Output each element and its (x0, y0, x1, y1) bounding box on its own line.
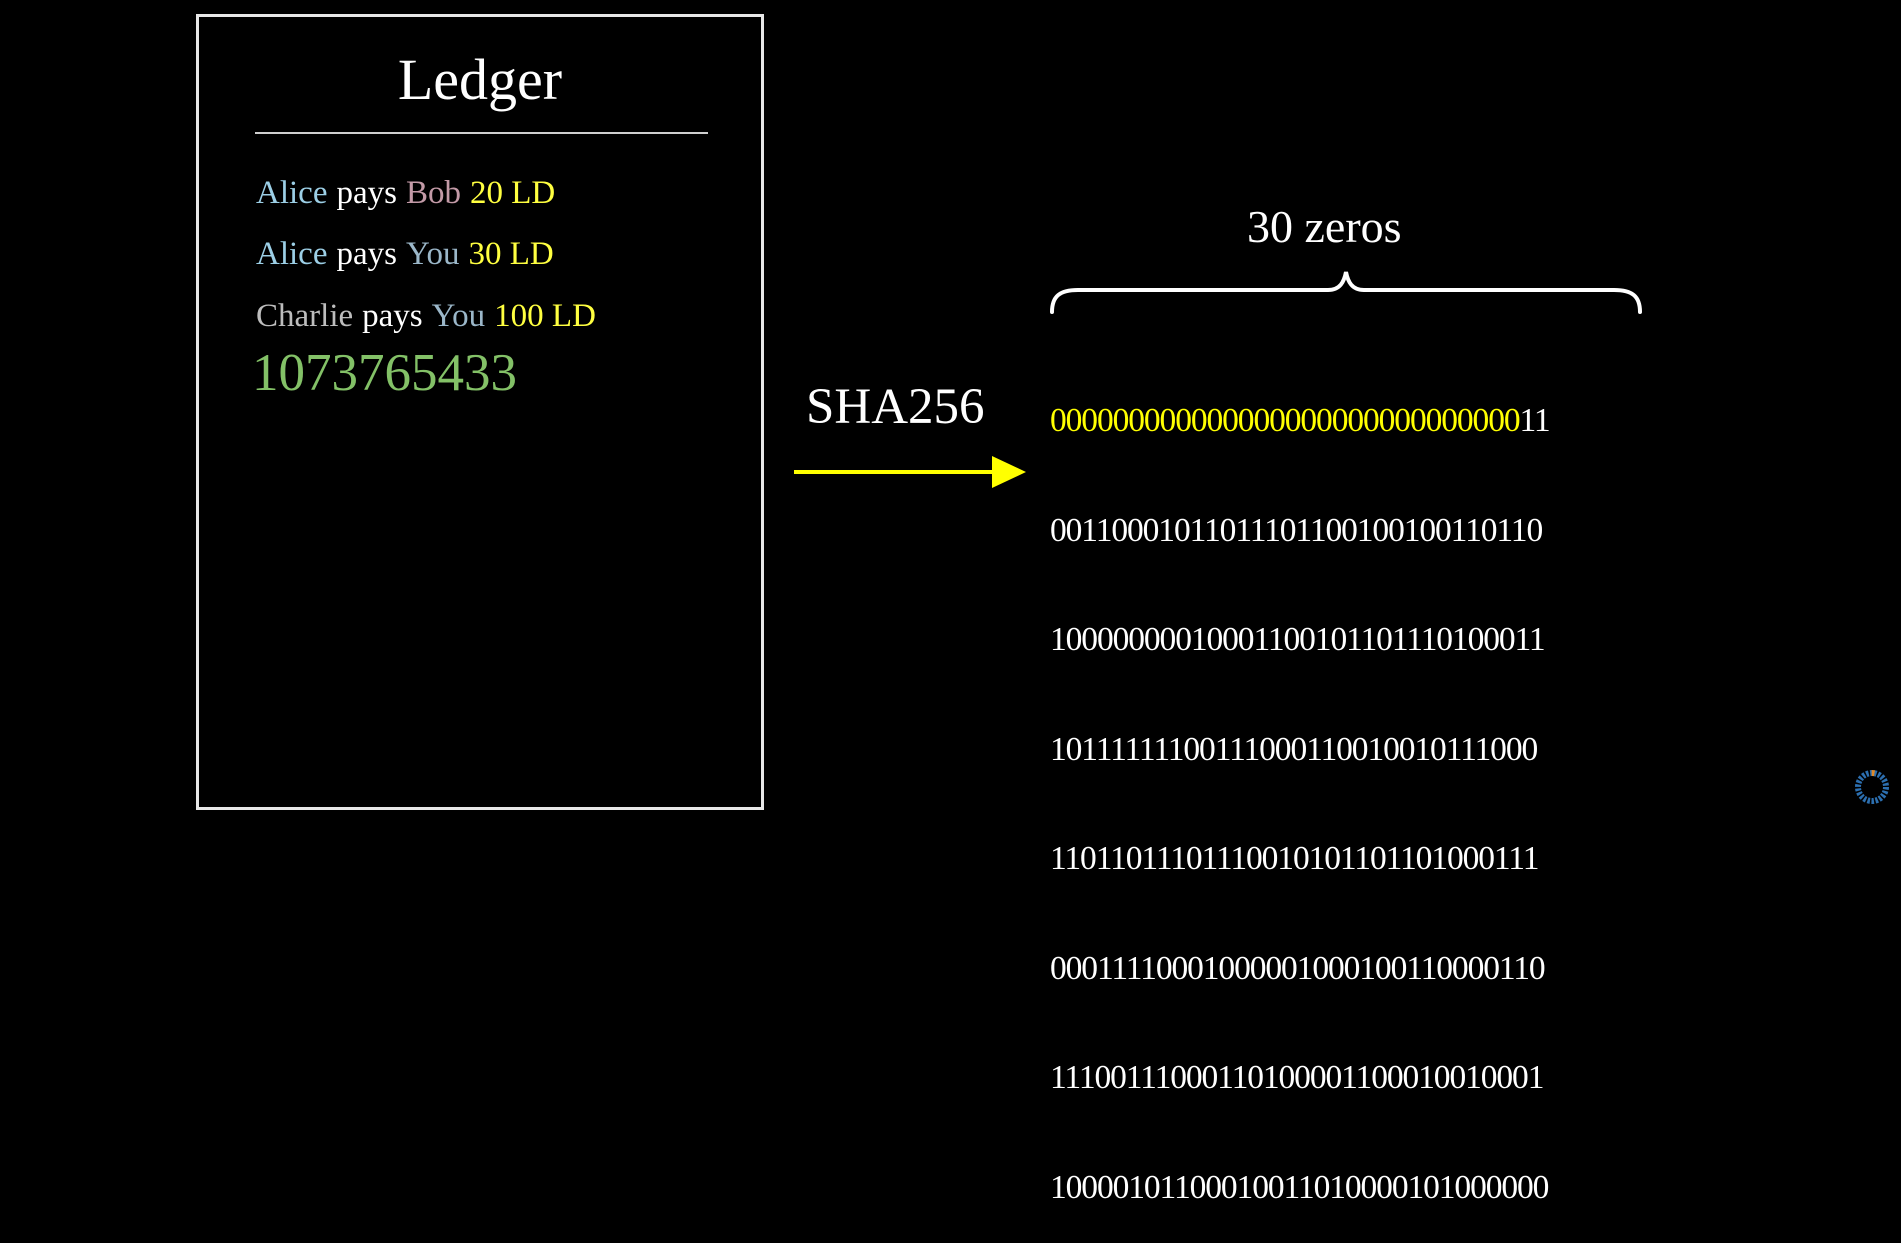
loading-spinner-icon (1855, 770, 1889, 804)
hash-row-rest: 11011011101110010101101101000111 (1050, 840, 1539, 877)
tx-payer: Alice (256, 236, 328, 272)
hash-row: 00110001011011101100100100110110 (1050, 511, 1550, 550)
tx-amount: 30 LD (468, 236, 554, 272)
hash-row-rest: 11 (1519, 402, 1551, 439)
tx-amount: 100 LD (494, 298, 596, 334)
hash-row: 11100111000110100001100010010001 (1050, 1059, 1550, 1097)
hash-row: 00011110001000001000100110000110 (1050, 949, 1550, 988)
hash-row-rest: 11100111000110100001100010010001 (1050, 1059, 1544, 1096)
hash-row-rest: 00110001011011101100100100110110 (1050, 511, 1543, 549)
tx-amount: 20 LD (469, 175, 556, 211)
hash-row-rest: 10111111100111000110010010111000 (1050, 730, 1538, 768)
hash-row: 11011011101110010101101101000111 (1050, 840, 1550, 878)
hash-row: 00000000000000000000000000000011 (1050, 402, 1551, 440)
tx-payer: Alice (256, 175, 328, 211)
hash-row: 10111111100111000110010010111000 (1050, 730, 1550, 769)
hash-function-label: SHA256 (806, 379, 985, 435)
hash-row-rest: 00011110001000001000100110000110 (1050, 949, 1546, 987)
tx-verb: pays (336, 175, 397, 211)
hash-row-rest: 10000101100010011010000101000000 (1050, 1168, 1549, 1206)
tx-payee: You (405, 236, 460, 272)
hash-output: 00000000000000000000000000000011 0011000… (1050, 330, 1551, 1243)
ledger-divider (255, 132, 708, 134)
tx-payer: Charlie (256, 298, 354, 334)
hash-leading-zeros: 000000000000000000000000000000 (1050, 402, 1521, 439)
tx-verb: pays (336, 236, 397, 272)
zeros-label: 30 zeros (1247, 201, 1402, 252)
hash-row-rest: 10000000010001100101101110100011 (1050, 621, 1546, 658)
curly-brace-icon (1050, 271, 1642, 314)
ledger-title: Ledger (397, 47, 563, 112)
tx-payee: You (431, 298, 486, 334)
tx-payee: Bob (405, 175, 461, 211)
nonce-value: 1073765433 (252, 344, 517, 402)
tx-verb: pays (362, 298, 423, 334)
hash-row: 10000000010001100101101110100011 (1050, 621, 1550, 659)
arrow-right-icon (794, 456, 1026, 488)
hash-row: 10000101100010011010000101000000 (1050, 1168, 1550, 1207)
